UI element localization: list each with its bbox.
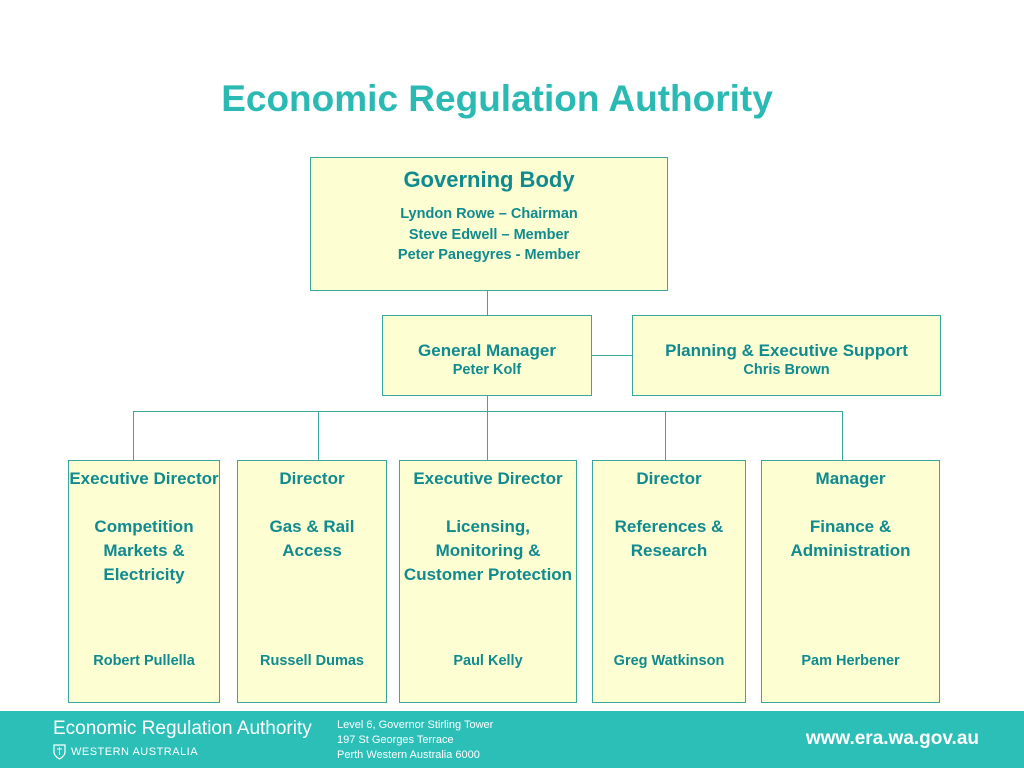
footer-address-line: Level 6, Governor Stirling Tower <box>337 719 494 731</box>
planning-support-box: Planning & Executive Support Chris Brown <box>632 315 941 396</box>
connector-gm-to-bus <box>487 396 488 411</box>
footer-state: WESTERN AUSTRALIA <box>71 746 199 758</box>
unit-department: Finance & Administration <box>790 517 911 560</box>
connector-horizontal-bus <box>133 411 843 412</box>
footer-address-line: Perth Western Australia 6000 <box>337 749 480 761</box>
governing-body-box: Governing Body Lyndon Rowe – Chairman St… <box>310 157 668 291</box>
page-title: Economic Regulation Authority <box>221 78 773 119</box>
governing-body-member: Peter Panegyres - Member <box>397 247 581 263</box>
footer-address: Level 6, Governor Stirling Tower 197 St … <box>337 718 493 763</box>
footer-address-line: 197 St Georges Terrace <box>337 734 454 746</box>
unit-person: Robert Pullella <box>93 653 195 669</box>
unit-title: Executive Director <box>413 469 563 488</box>
planning-support-name: Chris Brown <box>743 362 830 378</box>
unit-department: References & Research <box>614 517 724 560</box>
governing-body-heading: Governing Body <box>403 167 575 192</box>
unit-department: Gas & Rail Access <box>269 517 355 560</box>
unit-person: Paul Kelly <box>453 653 523 669</box>
crest-icon <box>53 744 66 760</box>
governing-body-member: Lyndon Rowe – Chairman <box>400 206 578 222</box>
unit-title: Manager <box>815 469 886 488</box>
unit-department: Licensing, Monitoring & Customer Protect… <box>403 517 573 584</box>
footer-org-name: Economic Regulation Authority <box>53 718 312 739</box>
unit-finance-box: Manager Finance & Administration Pam Her… <box>761 460 940 703</box>
connector-drop-unit-1 <box>133 411 134 460</box>
unit-competition-box: Executive Director Competition Markets &… <box>68 460 220 703</box>
general-manager-box: General Manager Peter Kolf <box>382 315 592 396</box>
unit-references-box: Director References & Research Greg Watk… <box>592 460 746 703</box>
unit-department: Competition Markets & Electricity <box>94 517 194 584</box>
connector-drop-unit-2 <box>318 411 319 460</box>
unit-person: Greg Watkinson <box>613 653 725 669</box>
connector-governing-to-gm <box>487 291 488 315</box>
footer-website-link[interactable]: www.era.wa.gov.au <box>805 728 979 749</box>
unit-title: Director <box>279 469 345 488</box>
connector-drop-unit-4 <box>665 411 666 460</box>
general-manager-title: General Manager <box>418 341 556 360</box>
footer-bar: Economic Regulation Authority WESTERN AU… <box>0 711 1024 768</box>
unit-gas-rail-box: Director Gas & Rail Access Russell Dumas <box>237 460 387 703</box>
unit-licensing-box: Executive Director Licensing, Monitoring… <box>399 460 577 703</box>
connector-drop-unit-3 <box>487 411 488 460</box>
connector-gm-to-planning <box>592 355 632 356</box>
general-manager-name: Peter Kolf <box>452 362 522 378</box>
connector-drop-unit-5 <box>842 411 843 460</box>
unit-person: Pam Herbener <box>801 653 900 669</box>
governing-body-member: Steve Edwell – Member <box>408 226 570 243</box>
planning-support-title: Planning & Executive Support <box>665 341 908 360</box>
unit-title: Executive Director <box>69 469 219 488</box>
unit-person: Russell Dumas <box>260 653 364 669</box>
unit-title: Director <box>636 469 702 488</box>
